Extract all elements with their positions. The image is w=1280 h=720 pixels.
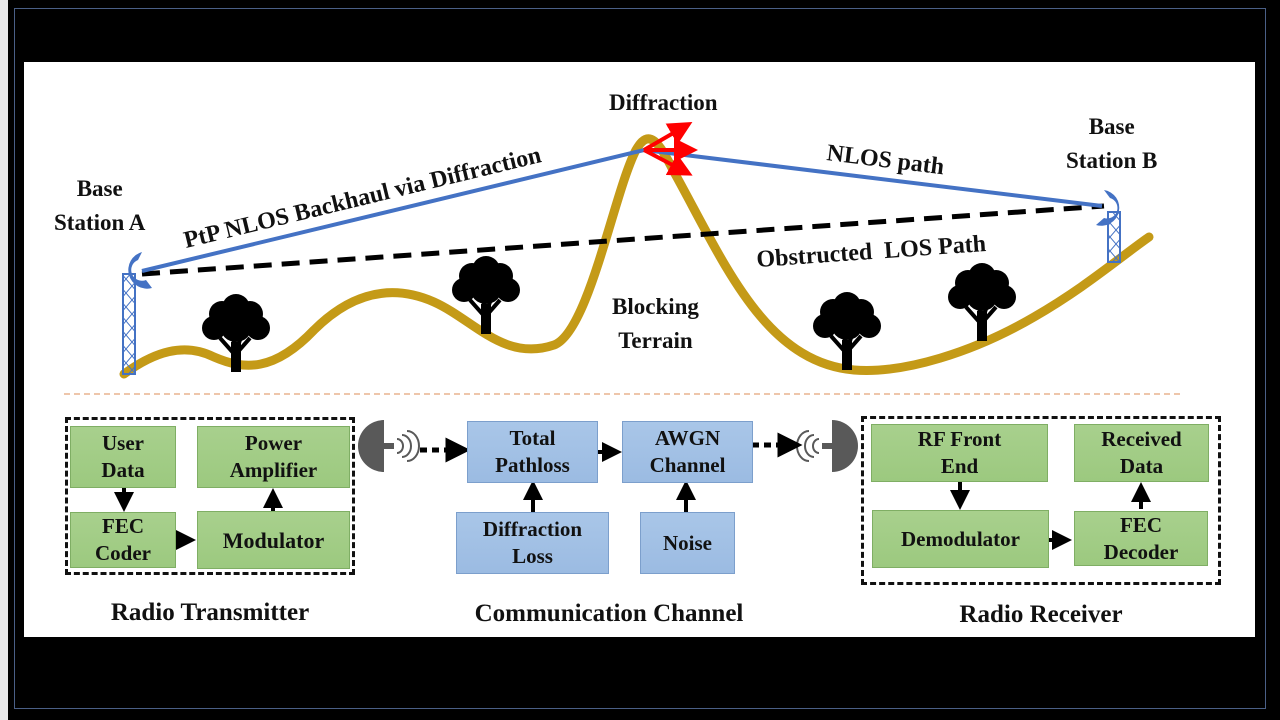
block-line: User <box>102 431 144 455</box>
block-line: Data <box>101 458 145 482</box>
blocking-terrain-label: Blocking Terrain <box>612 290 699 358</box>
block-line: End <box>940 454 979 478</box>
block-line: Loss <box>512 544 553 568</box>
block-line: Received <box>1101 427 1182 451</box>
label-line: Station A <box>54 210 146 235</box>
outer-frame <box>14 8 1266 709</box>
block-line: Pathloss <box>495 453 570 477</box>
diagram-panel: PtP NLOS Backhaul via Diffraction NLOS p… <box>24 62 1255 637</box>
label-line: Base <box>76 176 123 201</box>
label-line: Blocking <box>612 294 699 319</box>
block-line: Decoder <box>1103 539 1179 564</box>
los-label: Obstructed LOS Path <box>756 231 987 273</box>
block-line: FEC <box>102 514 144 538</box>
label-line: Base <box>1088 114 1135 139</box>
backhaul-label: PtP NLOS Backhaul via Diffraction <box>181 142 544 253</box>
modulator-block: Modulator <box>197 511 350 569</box>
label-line: Station B <box>1066 148 1158 173</box>
block-line: Coder <box>95 541 151 565</box>
diffraction-label: Diffraction <box>609 90 718 115</box>
scene-svg: PtP NLOS Backhaul via Diffraction NLOS p… <box>64 121 1184 550</box>
demodulator-block: Demodulator <box>872 510 1049 568</box>
tx-antenna-icon <box>358 420 420 472</box>
left-edge-strip <box>0 0 8 720</box>
label-line: Terrain <box>618 328 693 353</box>
receiver-group <box>861 416 1221 585</box>
block-line: Total <box>509 426 556 450</box>
block-line: Power <box>244 431 303 455</box>
terrain-curve <box>119 134 1154 379</box>
transmitter-group <box>65 417 355 575</box>
block-line: RF Front <box>917 427 1002 451</box>
block-line: Diffraction <box>482 517 583 541</box>
block-line: Amplifier <box>229 458 318 482</box>
block-line: AWGN <box>654 426 721 450</box>
fec-coder-block: FEC Coder <box>70 512 176 568</box>
base-station-a-label: Base Station A <box>54 172 145 240</box>
obstructed-los-path <box>141 203 1105 277</box>
channel-caption: Communication Channel <box>474 600 744 627</box>
base-station-a-tower-icon <box>122 252 152 375</box>
block-line: Channel <box>649 453 726 477</box>
diffraction-arrows-icon <box>642 121 698 176</box>
transmitter-caption: Radio Transmitter <box>110 599 310 626</box>
base-station-b-label: Base Station B <box>1066 110 1157 178</box>
receiver-caption: Radio Receiver <box>959 601 1123 628</box>
awgn-channel-block: AWGN Channel <box>622 421 753 483</box>
noise-block: Noise <box>640 512 735 574</box>
base-station-b-tower-icon <box>1096 190 1121 263</box>
rx-antenna-icon <box>796 420 858 472</box>
block-line: FEC <box>1119 512 1162 537</box>
block-line: Data <box>1119 454 1164 478</box>
